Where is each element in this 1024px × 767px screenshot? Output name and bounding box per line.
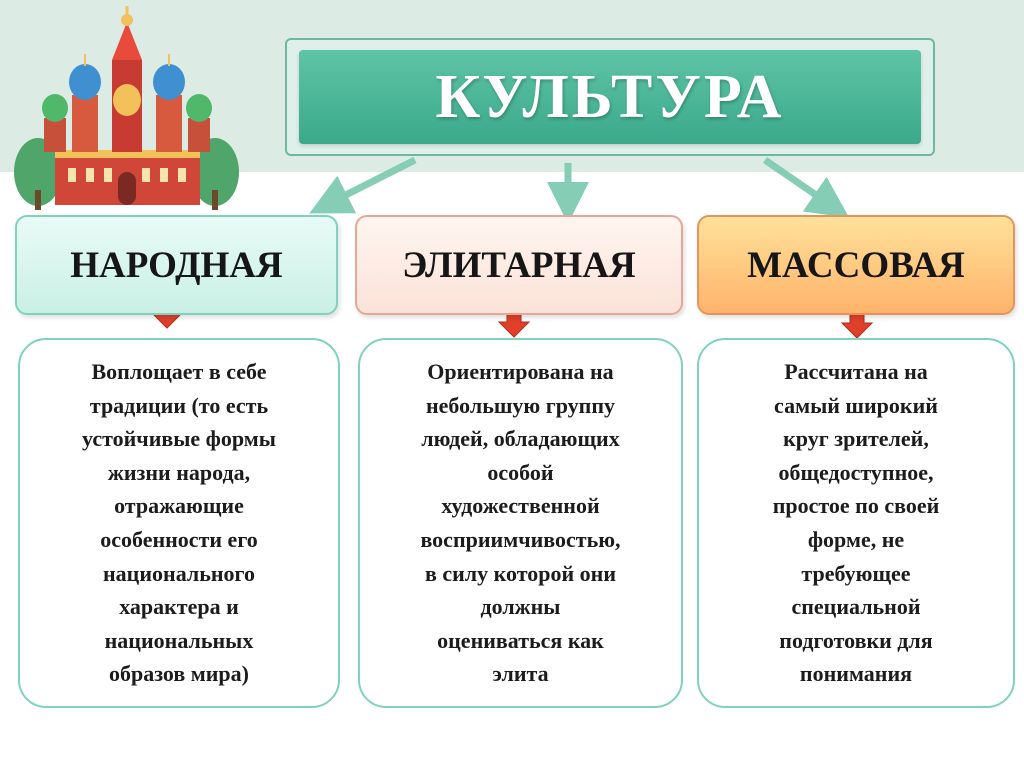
title-banner: КУЛЬТУРА — [299, 50, 921, 144]
description-mass: Рассчитана на самый широкий круг зрителе… — [697, 338, 1015, 708]
description-mass-text: Рассчитана на самый широкий круг зрителе… — [773, 355, 940, 691]
category-folk: НАРОДНАЯ — [15, 215, 338, 315]
description-elite: Ориентирована на небольшую группу людей,… — [358, 338, 683, 708]
page-title: КУЛЬТУРА — [435, 62, 784, 133]
category-elite: ЭЛИТАРНАЯ — [355, 215, 683, 315]
category-folk-label: НАРОДНАЯ — [70, 244, 283, 287]
description-folk-text: Воплощает в себе традиции (то есть устой… — [82, 355, 276, 691]
description-folk: Воплощает в себе традиции (то есть устой… — [18, 338, 340, 708]
description-elite-text: Ориентирована на небольшую группу людей,… — [420, 355, 620, 691]
cathedral-illustration — [0, 0, 250, 215]
title-box: КУЛЬТУРА — [285, 38, 935, 156]
category-mass-label: МАССОВАЯ — [747, 244, 965, 287]
category-mass: МАССОВАЯ — [697, 215, 1015, 315]
category-elite-label: ЭЛИТАРНАЯ — [402, 244, 636, 287]
